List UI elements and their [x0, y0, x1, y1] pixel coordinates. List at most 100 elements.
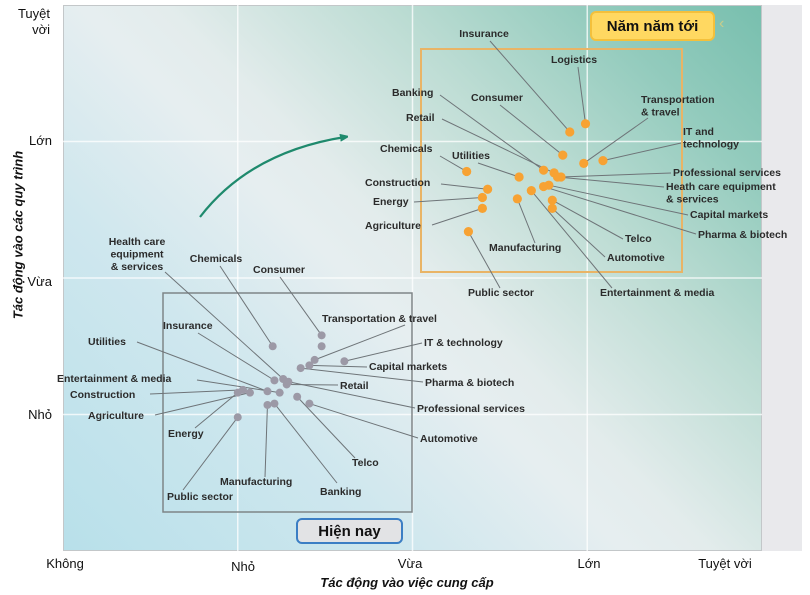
- current-group-box: [162, 292, 413, 513]
- leader-line: [557, 176, 665, 188]
- leader-line: [516, 198, 536, 244]
- point-label: Logistics: [551, 54, 597, 66]
- current-point: [233, 413, 242, 422]
- current-point: [284, 377, 293, 386]
- leader-line: [296, 396, 356, 459]
- future-point: [483, 184, 493, 194]
- future-point: [598, 156, 608, 166]
- future-badge-label: Năm năm tới: [606, 17, 699, 35]
- current-point: [270, 399, 279, 408]
- current-point: [310, 355, 319, 364]
- point-label: Consumer: [471, 92, 523, 104]
- leader-line: [154, 392, 251, 416]
- current-point: [340, 357, 349, 366]
- point-label: Public sector: [468, 287, 534, 299]
- x-tick-label: Lớn: [577, 556, 601, 571]
- leader-line: [439, 155, 467, 172]
- current-point: [293, 392, 302, 401]
- side-panel: [762, 5, 802, 551]
- leader-line: [441, 118, 555, 174]
- leader-line: [344, 342, 423, 362]
- future-point: [462, 166, 472, 177]
- point-label: Construction: [70, 389, 135, 401]
- leader-line: [314, 324, 406, 361]
- future-point: [512, 194, 522, 204]
- point-label: Utilities: [452, 150, 490, 162]
- y-tick-label: Lớn: [29, 133, 52, 148]
- current-point: [268, 342, 277, 351]
- point-label: Banking: [320, 486, 361, 498]
- leader-line: [274, 403, 338, 484]
- leader-line: [149, 389, 244, 395]
- future-point: [463, 226, 474, 237]
- leader-line: [279, 276, 323, 336]
- leader-line: [602, 142, 682, 162]
- x-axis-title: Tác động vào việc cung cấp: [320, 575, 494, 590]
- leader-line: [439, 94, 544, 171]
- point-label: Consumer: [253, 264, 305, 276]
- point-label: Retail: [406, 112, 435, 124]
- point-label: Entertainment & media: [57, 373, 172, 385]
- leader-line: [136, 341, 268, 392]
- leader-line: [164, 271, 284, 380]
- leader-line: [197, 332, 275, 381]
- now-badge: Hiện nay: [296, 518, 403, 544]
- leader-line: [583, 117, 649, 164]
- future-point: [552, 172, 563, 182]
- point-label: Telco: [352, 457, 379, 469]
- leader-line: [413, 196, 483, 203]
- point-label: IT & technology: [424, 337, 503, 349]
- current-point: [305, 361, 314, 370]
- future-badge: Năm năm tới: [590, 11, 715, 41]
- current-point: [296, 364, 305, 373]
- leader-line: [489, 40, 571, 133]
- point-label: Manufacturing: [220, 476, 292, 488]
- leader-line: [300, 367, 424, 383]
- point-label: Pharma & biotech: [698, 229, 787, 241]
- point-label: Automotive: [420, 433, 478, 445]
- point-label: Manufacturing: [489, 242, 561, 254]
- current-point: [245, 388, 254, 397]
- point-label: Insurance: [459, 28, 509, 40]
- point-label: Retail: [340, 380, 369, 392]
- point-label: Heath care equipment& services: [666, 181, 776, 206]
- leader-line: [561, 172, 672, 178]
- point-label: Agriculture: [88, 410, 144, 422]
- leader-line: [288, 381, 416, 409]
- point-label: Energy: [168, 428, 204, 440]
- leader-line: [309, 364, 368, 368]
- point-label: Capital markets: [369, 361, 447, 373]
- point-label: Chemicals: [380, 143, 433, 155]
- leader-line: [286, 383, 339, 386]
- y-tick-label: Tuyệt vời: [17, 6, 50, 37]
- point-label: Utilities: [88, 336, 126, 348]
- point-label: Energy: [373, 196, 409, 208]
- future-point: [526, 186, 536, 196]
- leader-line: [264, 404, 268, 478]
- x-tick-label: Không: [46, 556, 84, 571]
- current-point: [317, 331, 326, 340]
- future-point: [547, 195, 557, 205]
- future-group-box: [420, 48, 683, 273]
- now-badge-label: Hiện nay: [318, 522, 381, 540]
- leader-line: [551, 208, 606, 258]
- leader-line: [477, 162, 520, 178]
- current-point: [263, 387, 272, 396]
- point-label: Construction: [365, 177, 430, 189]
- point-label: Public sector: [167, 491, 233, 503]
- leader-line: [182, 416, 239, 491]
- gridlines: [63, 5, 762, 551]
- point-label: Agriculture: [365, 220, 421, 232]
- future-point: [565, 127, 575, 137]
- current-point: [275, 388, 284, 397]
- y-tick-label: Vừa: [27, 274, 52, 289]
- future-point: [580, 119, 591, 129]
- current-point: [317, 342, 326, 351]
- x-tick-label: Tuyệt vời: [698, 556, 752, 571]
- future-point: [579, 158, 589, 168]
- future-point: [477, 203, 487, 213]
- x-tick-label: Nhỏ: [231, 559, 255, 574]
- point-label: Pharma & biotech: [425, 377, 514, 389]
